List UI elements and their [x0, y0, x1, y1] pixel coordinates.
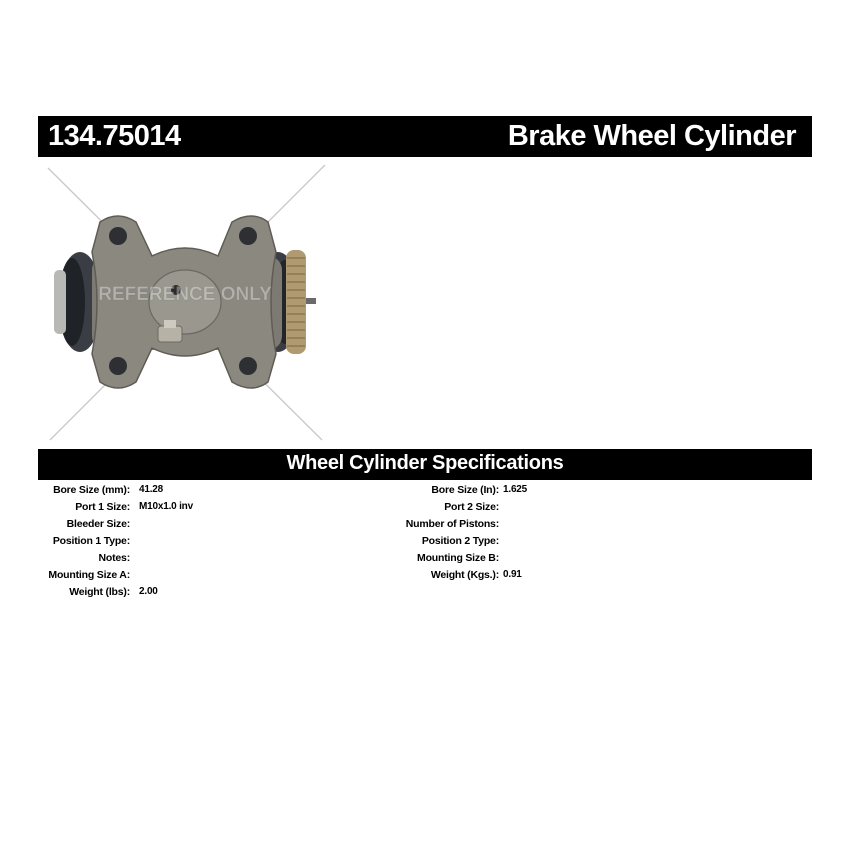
spec-row: Bleeder Size: — [0, 518, 300, 535]
spec-label: Weight (Kgs.): — [430, 569, 499, 581]
wheel-cylinder-icon: REFERENCE ONLY — [47, 164, 326, 441]
spec-label: Mounting Size A: — [48, 569, 130, 581]
spec-row: Number of Pistons: — [300, 518, 630, 535]
spec-value: 0.91 — [503, 569, 522, 580]
watermark: REFERENCE ONLY — [98, 284, 272, 305]
spec-row: Weight (lbs): 2.00 — [0, 586, 300, 603]
spec-value: 41.28 — [139, 484, 164, 495]
title-bar: 134.75014 Brake Wheel Cylinder — [38, 116, 812, 157]
spec-row: Position 2 Type: — [300, 535, 630, 552]
spec-row: Bore Size (mm): 41.28 — [0, 484, 300, 501]
spec-title: Wheel Cylinder Specifications — [286, 452, 564, 474]
spec-row: Port 2 Size: — [300, 501, 630, 518]
spec-label: Port 1 Size: — [75, 501, 130, 513]
spec-label: Port 2 Size: — [444, 501, 499, 513]
product-image: REFERENCE ONLY — [40, 160, 330, 445]
spec-label: Bore Size (mm): — [53, 484, 130, 496]
spec-label: Mounting Size B: — [417, 552, 499, 564]
part-name: Brake Wheel Cylinder — [507, 120, 797, 152]
spec-row: Port 1 Size: M10x1.0 inv — [0, 501, 300, 518]
spec-value: 2.00 — [139, 586, 158, 597]
spec-value: M10x1.0 inv — [139, 501, 193, 512]
spec-row: Notes: — [0, 552, 300, 569]
spec-row: Weight (Kgs.): 0.91 — [300, 569, 630, 586]
part-number: 134.75014 — [48, 120, 181, 152]
spec-row: Mounting Size A: — [0, 569, 300, 586]
spec-label: Bore Size (In): — [431, 484, 499, 496]
spec-label: Bleeder Size: — [66, 518, 131, 530]
spec-value: 1.625 — [503, 484, 528, 495]
spec-label: Position 2 Type: — [421, 535, 499, 547]
spec-column-left: Bore Size (mm): 41.28 Port 1 Size: M10x1… — [0, 484, 300, 603]
spec-label: Weight (lbs): — [69, 586, 130, 598]
spec-column-right: Bore Size (In): 1.625 Port 2 Size: Numbe… — [300, 484, 630, 586]
spec-title-bar: Wheel Cylinder Specifications — [38, 449, 812, 480]
spec-row: Position 1 Type: — [0, 535, 300, 552]
spec-label: Number of Pistons: — [405, 518, 499, 530]
spec-row: Bore Size (In): 1.625 — [300, 484, 630, 501]
spec-label: Position 1 Type: — [52, 535, 130, 547]
spec-label: Notes: — [98, 552, 131, 564]
spec-row: Mounting Size B: — [300, 552, 630, 569]
